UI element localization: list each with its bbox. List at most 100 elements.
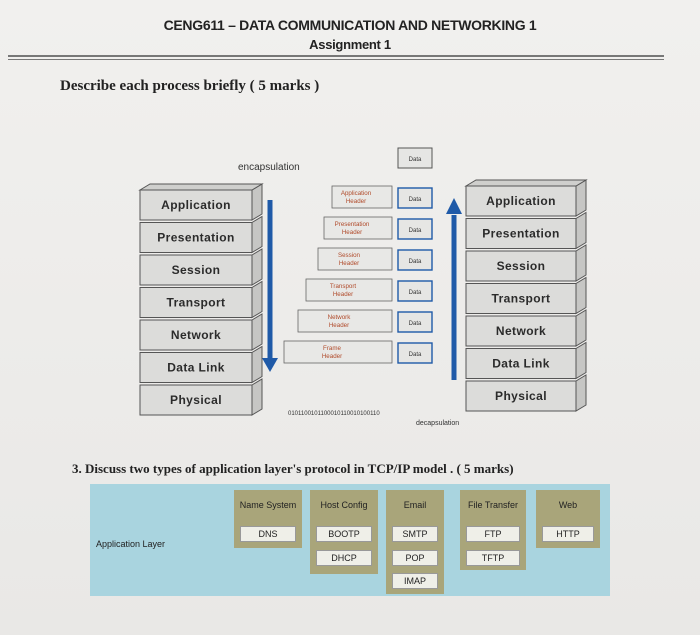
top-data-label: Data (409, 157, 422, 163)
category-name-system: Name System (239, 500, 297, 510)
course-title: CENG611 – DATA COMMUNICATION AND NETWORK… (163, 17, 537, 33)
header-label-line1: Transport (330, 283, 357, 290)
assignment-title: Assignment 1 (309, 37, 391, 52)
category-web: Web (558, 500, 578, 510)
right-layer-box (465, 185, 577, 217)
header-label-line1: Frame (323, 345, 341, 352)
down-arrow-head (262, 358, 278, 372)
data-label: Data (409, 352, 422, 358)
right-layer-box (465, 218, 577, 249)
left-layer-side (251, 280, 263, 319)
right-layer-label: Physical (495, 389, 547, 403)
left-layer-box (139, 319, 253, 351)
left-layer-label: Data Link (167, 361, 225, 375)
header-label-line1: Application (341, 190, 372, 197)
protocol-dhcp: DHCP (316, 550, 372, 566)
data-box (397, 311, 433, 333)
pdu-stack: DataDataApplicationHeaderDataPresentatio… (283, 147, 433, 364)
data-label: Data (409, 321, 422, 327)
left-layer-side (251, 378, 263, 416)
data-label: Data (409, 290, 422, 296)
header-label-line2: Header (322, 353, 342, 360)
right-layer-top (464, 179, 588, 187)
header-rule-bottom (8, 59, 664, 60)
top-data-box (397, 147, 433, 169)
right-layer-label: Data Link (492, 357, 550, 371)
right-layer-box (465, 315, 577, 347)
header-box (305, 278, 393, 302)
right-layer-label: Transport (492, 292, 551, 306)
data-label: Data (409, 197, 422, 203)
right-layer-side (575, 374, 587, 412)
data-label: Data (409, 259, 422, 265)
protocol-imap: IMAP (392, 573, 438, 589)
header-label-line2: Header (346, 198, 366, 205)
right-layer-side (575, 244, 587, 282)
left-layer-label: Physical (170, 393, 222, 407)
data-box (397, 249, 433, 271)
left-layer-stack: ApplicationPresentationSessionTransportN… (138, 183, 264, 416)
right-layer-box (465, 250, 577, 282)
encapsulation-label: encapsulation (238, 162, 300, 173)
header-label-line2: Header (339, 260, 359, 267)
data-label: Data (409, 228, 422, 234)
header-label-line1: Session (338, 252, 361, 259)
left-layer-side (251, 215, 263, 254)
bit-stream: 0101100101100010110010100110 (288, 411, 380, 417)
header-label-line1: Network (328, 314, 352, 321)
application-layer-panel: Application Layer Name System Host Confi… (90, 484, 610, 596)
protocol-http: HTTP (542, 526, 594, 542)
right-layer-box (465, 380, 577, 412)
left-layer-box (139, 254, 253, 286)
category-file-transfer: File Transfer (467, 500, 518, 510)
header-box (323, 216, 393, 240)
header-box (283, 340, 393, 364)
header-rule-top (8, 55, 664, 57)
left-layer-label: Session (172, 263, 221, 277)
protocol-tftp: TFTP (466, 550, 520, 566)
right-layer-label: Session (497, 259, 546, 273)
right-layer-stack: ApplicationPresentationSessionTransportN… (464, 179, 588, 412)
left-layer-top (138, 183, 264, 191)
data-box (397, 280, 433, 302)
data-box (397, 187, 433, 209)
header-label-line2: Header (342, 229, 362, 236)
header-label-line1: Presentation (335, 221, 370, 228)
left-layer-box (139, 222, 253, 253)
left-layer-side (251, 345, 263, 384)
left-layer-side (251, 248, 263, 286)
header-label-line2: Header (333, 291, 353, 298)
left-layer-label: Transport (167, 296, 226, 310)
right-layer-label: Application (486, 194, 556, 208)
right-layer-box (465, 348, 577, 379)
question-1: Describe each process briefly ( 5 marks … (60, 78, 320, 94)
protocol-smtp: SMTP (392, 526, 438, 542)
osi-encapsulation-diagram: encapsulation decapsulation ApplicationP… (138, 147, 588, 427)
data-box (397, 342, 433, 364)
decapsulation-label: decapsulation (416, 420, 459, 427)
header-box (317, 247, 393, 271)
right-layer-label: Network (496, 324, 546, 338)
application-layer-label: Application Layer (96, 539, 166, 549)
left-layer-label: Presentation (157, 231, 235, 245)
data-box (397, 218, 433, 240)
left-layer-label: Application (161, 198, 231, 212)
question-3: 3. Discuss two types of application laye… (72, 461, 514, 476)
left-layer-side (251, 313, 263, 351)
header-label-line2: Header (329, 322, 349, 329)
protocol-ftp: FTP (466, 526, 520, 542)
category-email: Email (403, 500, 427, 510)
protocol-bootp: BOOTP (316, 526, 372, 542)
right-layer-side (575, 309, 587, 347)
header-box (331, 185, 393, 209)
protocol-dns: DNS (240, 526, 296, 542)
left-layer-box (139, 189, 253, 221)
category-host-config: Host Config (320, 500, 368, 510)
up-arrow-head (446, 198, 462, 214)
header-box (297, 309, 393, 333)
right-layer-box (465, 283, 577, 314)
right-layer-side (575, 211, 587, 250)
right-layer-side (575, 341, 587, 380)
left-layer-label: Network (171, 328, 221, 342)
protocol-pop: POP (392, 550, 438, 566)
